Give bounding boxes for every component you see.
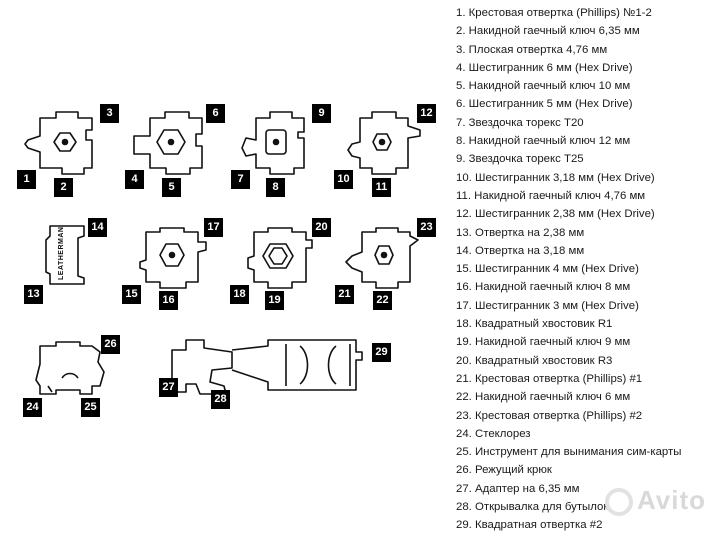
legend-item: 20. Квадратный хвостовик R3 <box>456 354 613 367</box>
legend-item: 6. Шестигранник 5 мм (Hex Drive) <box>456 98 633 111</box>
legend-item: 19. Накидной гаечный ключ 9 мм <box>456 336 631 349</box>
legend-item: 7. Звездочка торекс T20 <box>456 116 584 129</box>
bit-tool-10-11-12 <box>347 111 421 175</box>
bit-tool-24-25-26 <box>35 341 105 395</box>
legend-item: 26. Режущий крюк <box>456 464 552 477</box>
badge-2: 2 <box>54 178 73 197</box>
badge-19: 19 <box>265 291 284 310</box>
legend-item: 22. Накидной гаечный ключ 6 мм <box>456 391 631 404</box>
legend-item: 28. Открывалка для бутылок <box>456 501 609 514</box>
badge-18: 18 <box>230 285 249 304</box>
badge-4: 4 <box>125 170 144 189</box>
badge-29: 29 <box>372 343 391 362</box>
legend-item: 12. Шестигранник 2,38 мм (Hex Drive) <box>456 208 655 221</box>
badge-14: 14 <box>88 218 107 237</box>
tool-diagram: 1 2 3 4 5 6 7 8 9 10 11 12 13 14 15 16 1… <box>17 104 436 417</box>
legend-item: 11. Накидной гаечный ключ 4,76 мм <box>456 189 646 202</box>
legend-item: 5. Накидной гаечный ключ 10 мм <box>456 80 631 93</box>
badge-11: 11 <box>372 178 391 197</box>
legend-item: 9. Звездочка торекс T25 <box>456 153 584 166</box>
bit-tool-4-5-6 <box>133 111 203 175</box>
avito-logo-icon <box>604 488 633 516</box>
badge-8: 8 <box>266 178 285 197</box>
badge-20: 20 <box>312 218 331 237</box>
legend-item: 24. Стеклорез <box>456 427 531 440</box>
legend-item: 15. Шестигранник 4 мм (Hex Drive) <box>456 263 639 276</box>
badge-5: 5 <box>162 178 181 197</box>
badge-3: 3 <box>100 104 119 123</box>
badge-24: 24 <box>23 398 42 417</box>
badge-7: 7 <box>231 170 250 189</box>
badge-27: 27 <box>159 378 178 397</box>
legend-item: 18. Квадратный хвостовик R1 <box>456 318 613 331</box>
legend-item: 10. Шестигранник 3,18 мм (Hex Drive) <box>456 171 655 184</box>
legend-list: 1. Крестовая отвертка (Phillips) №1-2 2.… <box>456 4 718 535</box>
bit-tool-21-22-23 <box>345 227 419 289</box>
legend-item: 13. Отвертка на 2,38 мм <box>456 226 585 239</box>
badge-15: 15 <box>122 285 141 304</box>
bit-tool-1-2-3 <box>24 111 93 175</box>
badge-23: 23 <box>417 218 436 237</box>
legend-item: 23. Крестовая отвертка (Phillips) #2 <box>456 409 643 422</box>
badge-6: 6 <box>206 104 225 123</box>
legend-item: 2. Накидной гаечный ключ 6,35 мм <box>456 25 640 38</box>
legend-item: 8. Накидной гаечный ключ 12 мм <box>456 135 631 148</box>
badge-25: 25 <box>81 398 100 417</box>
badge-21: 21 <box>335 285 354 304</box>
legend-item: 16. Накидной гаечный ключ 8 мм <box>456 281 631 294</box>
bit-tool-15-16-17 <box>139 227 207 289</box>
legend-item: 25. Инструмент для вынимания сим-карты <box>456 446 682 459</box>
bit-extender-27-28-29 <box>171 339 363 395</box>
badge-1: 1 <box>17 170 36 189</box>
badge-9: 9 <box>312 104 331 123</box>
badge-26: 26 <box>101 335 120 354</box>
badge-16: 16 <box>159 291 178 310</box>
legend-item: 21. Крестовая отвертка (Phillips) #1 <box>456 372 643 385</box>
legend-item: 17. Шестигранник 3 мм (Hex Drive) <box>456 299 639 312</box>
legend-item: 29. Квадратная отвертка #2 <box>456 519 603 532</box>
legend-item: 4. Шестигранник 6 мм (Hex Drive) <box>456 61 633 74</box>
bit-tool-18-19-20 <box>247 227 313 289</box>
legend-item: 14. Отвертка на 3,18 мм <box>456 244 585 257</box>
legend-item: 3. Плоская отвертка 4,76 мм <box>456 43 608 56</box>
legend-item: 27. Адаптер на 6,35 мм <box>456 482 580 495</box>
badge-10: 10 <box>334 170 353 189</box>
badge-28: 28 <box>211 390 230 409</box>
brand-engraving: LEATHERMAN <box>58 226 65 280</box>
badge-17: 17 <box>204 218 223 237</box>
watermark-text: Avito <box>636 484 706 515</box>
avito-watermark: Avito <box>604 484 706 516</box>
badge-12: 12 <box>417 104 436 123</box>
bit-tool-7-8-9 <box>241 111 305 175</box>
bit-tool-13-14 <box>45 225 85 285</box>
badge-13: 13 <box>24 285 43 304</box>
legend-item: 1. Крестовая отвертка (Phillips) №1-2 <box>456 7 652 19</box>
badge-22: 22 <box>373 291 392 310</box>
